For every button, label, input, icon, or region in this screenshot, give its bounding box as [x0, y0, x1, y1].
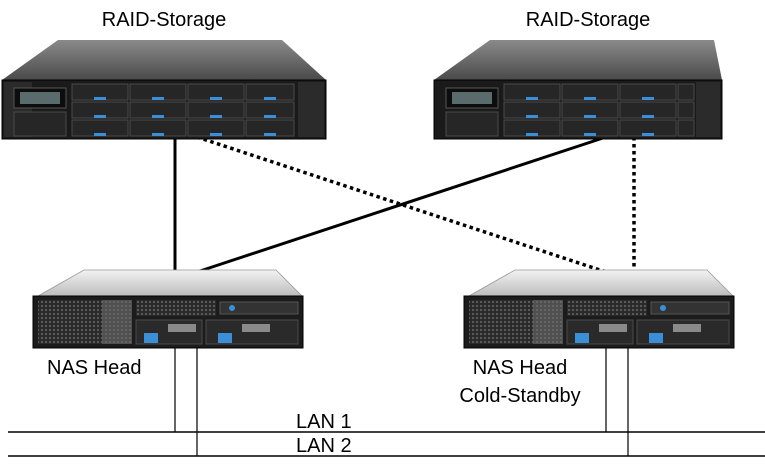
storage-right-label: RAID-Storage [525, 9, 651, 31]
raid-storage-right [433, 40, 723, 140]
link-storage-left-to-nas-right [196, 135, 607, 274]
lan-1-label: LAN 1 [296, 411, 352, 433]
nas-right-label-line1: NAS Head [472, 357, 568, 379]
raid-storage-left [1, 40, 327, 140]
nas-left-label: NAS Head [47, 357, 142, 379]
lan-2-label: LAN 2 [296, 435, 352, 457]
nas-head-right [463, 269, 735, 349]
nas-head-left [32, 269, 304, 349]
nas-right-label-line2: Cold-Standby [459, 385, 581, 407]
links [8, 135, 765, 457]
link-storage-right-to-nas-left [196, 135, 607, 274]
drive-bays [13, 83, 295, 137]
storage-left-label: RAID-Storage [101, 9, 227, 31]
